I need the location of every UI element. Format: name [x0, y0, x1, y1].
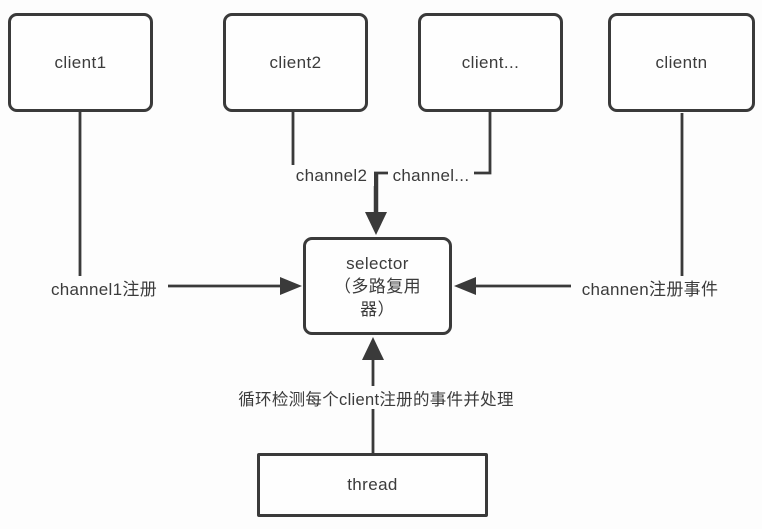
node-selector: selector （多路复用 器） — [303, 237, 452, 335]
arrowhead-right-icon — [280, 277, 302, 295]
node-client-ellipsis: client... — [418, 13, 563, 112]
edge-client2-clientdots-junction — [291, 112, 492, 175]
node-clientn-label: clientn — [655, 52, 708, 72]
node-client1: client1 — [8, 13, 153, 112]
node-thread-label: thread — [347, 475, 398, 494]
edge-label-channeln: channen注册事件 — [571, 276, 729, 299]
node-clientn: clientn — [608, 13, 755, 112]
node-client-ellipsis-label: client... — [461, 52, 520, 72]
edge-label-channel-ellipsis: channel... — [388, 165, 474, 186]
node-selector-label-line1: selector — [346, 253, 409, 273]
edge-clientn-to-selector — [461, 113, 684, 288]
arrowhead-down-icon — [365, 212, 387, 235]
arrowhead-left-icon — [454, 277, 476, 295]
node-selector-label-line2: （多路复用 — [334, 276, 421, 296]
edge-client1-to-selector — [78, 112, 295, 288]
node-client2-label: client2 — [269, 52, 322, 72]
edge-label-channel1: channel1注册 — [40, 276, 168, 299]
node-thread: thread — [257, 453, 488, 517]
node-client2: client2 — [223, 13, 368, 112]
edge-label-loop-note: 循环检测每个client注册的事件并处理 — [214, 386, 538, 409]
arrowhead-up-icon — [362, 337, 384, 360]
node-selector-label-line3: 器） — [360, 299, 395, 319]
edge-label-channel2: channel2 — [289, 165, 374, 186]
node-client1-label: client1 — [54, 52, 107, 72]
